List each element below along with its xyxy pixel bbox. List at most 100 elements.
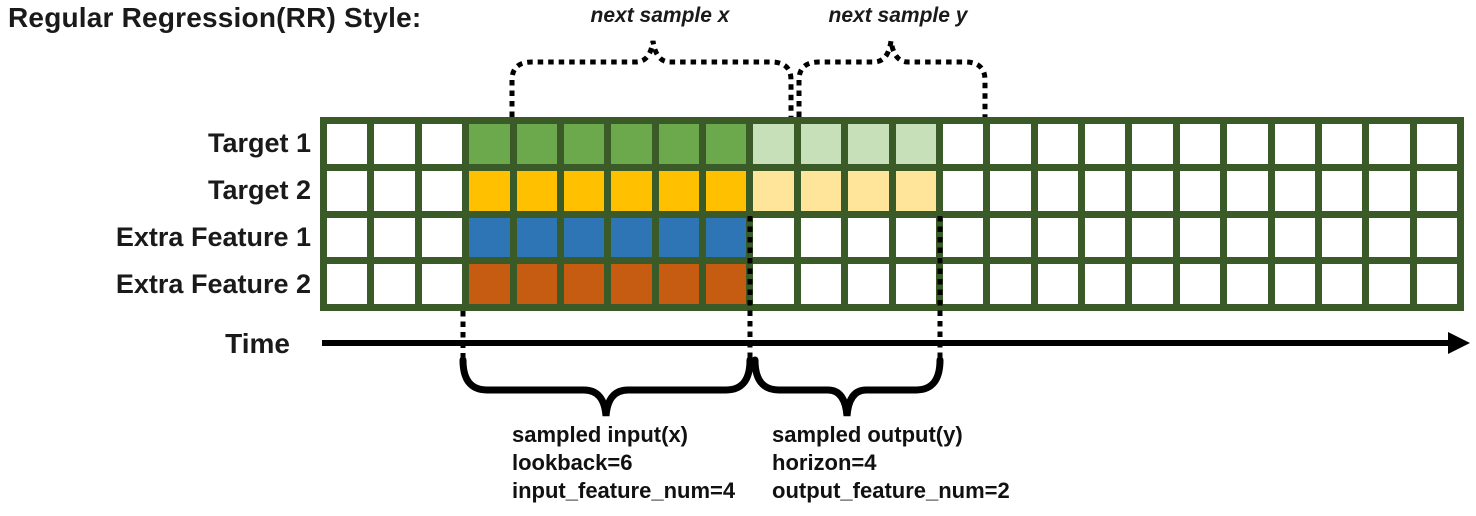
sampled-output-brace xyxy=(751,356,944,417)
grid-cell xyxy=(895,217,936,258)
grid-cell xyxy=(516,124,557,164)
sampled-output-annotation: sampled output(y) horizon=4 output_featu… xyxy=(772,421,1010,505)
diagram-title: Regular Regression(RR) Style: xyxy=(8,2,422,33)
grid-cell xyxy=(516,170,557,211)
grid-cell xyxy=(374,264,415,304)
grid-cell xyxy=(611,124,652,164)
grid-cell xyxy=(658,217,699,258)
grid-cell xyxy=(421,264,463,304)
grid-cell xyxy=(848,124,889,164)
grid-cell xyxy=(895,264,936,304)
grid-cell xyxy=(800,124,842,164)
next-sample-y-label: next sample y xyxy=(828,4,968,27)
grid-cell xyxy=(421,217,463,258)
grid-cell xyxy=(1369,124,1410,164)
grid-cell xyxy=(469,170,510,211)
grid-cell xyxy=(611,170,652,211)
grid-cell xyxy=(327,217,368,258)
grid-cell xyxy=(374,124,415,164)
grid-cell xyxy=(658,170,699,211)
row-label-target-1: Target 1 xyxy=(207,128,311,158)
grid-cell xyxy=(563,264,605,304)
grid-cell xyxy=(421,124,463,164)
grid-cell xyxy=(1416,170,1457,211)
grid-cell xyxy=(516,217,557,258)
grid-cell xyxy=(1132,264,1173,304)
sample-grid xyxy=(320,117,1464,311)
sampled-input-line: sampled input(x) xyxy=(512,422,689,447)
grid-cell xyxy=(706,217,747,258)
grid-cell xyxy=(1227,124,1268,164)
grid-cell xyxy=(374,170,415,211)
grid-cell xyxy=(1132,217,1173,258)
grid-cell xyxy=(1321,124,1363,164)
grid-cell xyxy=(1132,124,1173,164)
grid-cell xyxy=(1085,124,1126,164)
grid-cell xyxy=(469,264,510,304)
grid-cell xyxy=(800,217,842,258)
grid-cell xyxy=(1274,264,1315,304)
grid-cell xyxy=(848,170,889,211)
grid-cell xyxy=(753,170,794,211)
grid-cell xyxy=(421,170,463,211)
grid-cell xyxy=(563,124,605,164)
grid-cell xyxy=(706,124,747,164)
grid-cell xyxy=(1416,264,1457,304)
lookback-line: lookback=6 xyxy=(512,450,633,475)
next-sample-x-label: next sample x xyxy=(590,4,730,27)
grid-cell xyxy=(563,170,605,211)
grid-cell xyxy=(1274,170,1315,211)
grid-cell xyxy=(469,217,510,258)
next-sample-x-brace xyxy=(509,40,794,117)
grid-cell xyxy=(800,264,842,304)
input-feature-num-line: input_feature_num=4 xyxy=(512,478,736,503)
grid-cell xyxy=(990,264,1031,304)
grid-cell xyxy=(942,217,984,258)
grid-cell xyxy=(1274,124,1315,164)
grid-cell xyxy=(1179,170,1221,211)
grid-cell xyxy=(469,124,510,164)
grid-cell xyxy=(1227,264,1268,304)
grid-cell xyxy=(753,124,794,164)
grid-cell xyxy=(942,264,984,304)
grid-cell xyxy=(516,264,557,304)
grid-cell xyxy=(848,264,889,304)
grid-cell xyxy=(1369,264,1410,304)
grid-cell xyxy=(1037,170,1078,211)
grid-cell xyxy=(990,217,1031,258)
grid-cell xyxy=(327,124,368,164)
sampled-output-line: sampled output(y) xyxy=(772,422,963,447)
grid-cell xyxy=(1037,217,1078,258)
grid-cell xyxy=(1321,217,1363,258)
grid-cell xyxy=(753,264,794,304)
row-label-extra-feature-2: Extra Feature 2 xyxy=(115,269,311,299)
grid-cell xyxy=(990,170,1031,211)
grid-cell xyxy=(374,217,415,258)
grid-cell xyxy=(990,124,1031,164)
grid-cell xyxy=(1416,217,1457,258)
grid-cell xyxy=(1179,124,1221,164)
grid-cell xyxy=(1227,217,1268,258)
grid-cell xyxy=(1369,217,1410,258)
grid-cell xyxy=(800,170,842,211)
output-feature-num-line: output_feature_num=2 xyxy=(772,478,1010,503)
grid-cell xyxy=(706,170,747,211)
time-axis-label: Time xyxy=(225,328,290,359)
sampled-input-annotation: sampled input(x) lookback=6 input_featur… xyxy=(512,421,735,505)
grid-cell xyxy=(1085,217,1126,258)
grid-cell xyxy=(1369,170,1410,211)
grid-cell xyxy=(1037,264,1078,304)
grid-cell xyxy=(658,124,699,164)
grid-cell xyxy=(658,264,699,304)
grid-cell xyxy=(327,170,368,211)
horizon-line: horizon=4 xyxy=(772,450,877,475)
grid-cell xyxy=(706,264,747,304)
grid-cell xyxy=(1132,170,1173,211)
grid-cell xyxy=(942,170,984,211)
grid-cell xyxy=(895,170,936,211)
grid-cell xyxy=(611,217,652,258)
row-label-target-2: Target 2 xyxy=(207,175,311,205)
grid-cell xyxy=(895,124,936,164)
grid-cell xyxy=(1321,264,1363,304)
